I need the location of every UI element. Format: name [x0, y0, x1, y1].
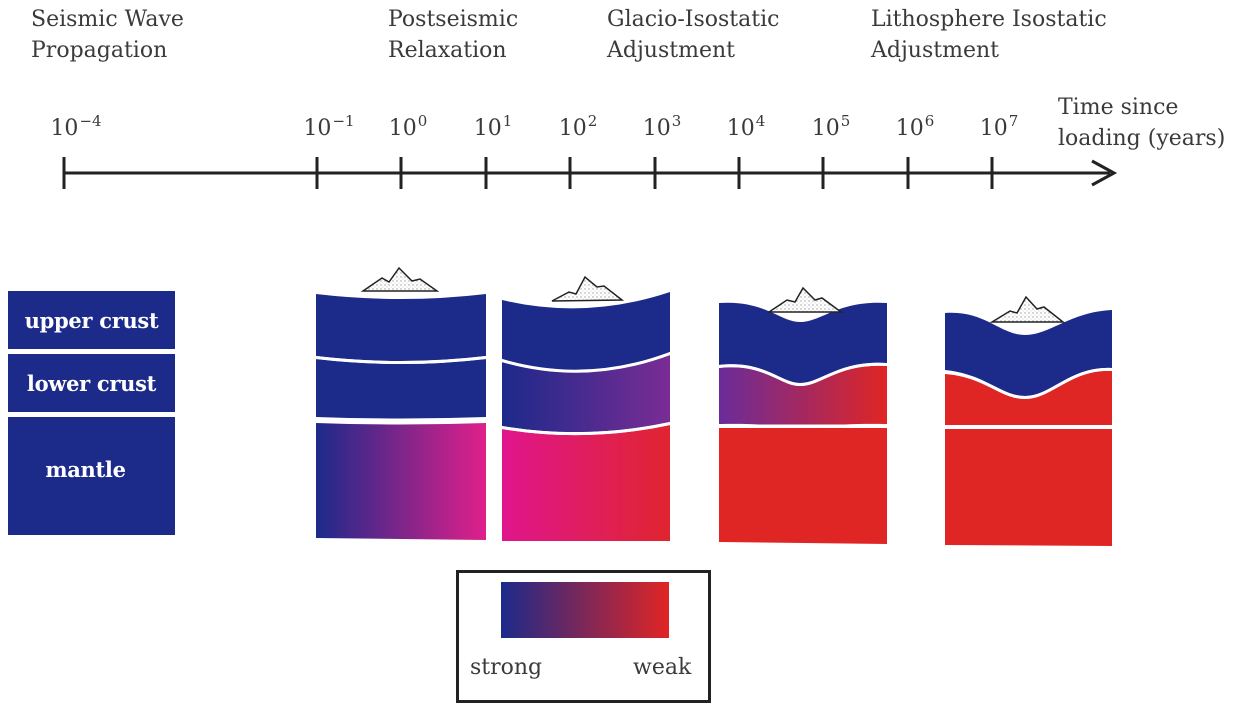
tick-label: 10−4 — [50, 112, 102, 141]
tick-label: 10−1 — [303, 112, 355, 141]
strength-gradient-bar — [501, 582, 669, 638]
ice-load-icon — [551, 275, 625, 302]
ice-load-icon — [989, 295, 1066, 323]
tick-label: 100 — [388, 112, 428, 141]
time-axis — [62, 157, 1118, 189]
lithosphere-column-1 — [315, 266, 487, 540]
lithosphere-column-4 — [944, 295, 1113, 546]
layer-key-upper-crust: upper crust — [8, 291, 175, 349]
tick-label: 106 — [895, 112, 935, 141]
ice-load-icon — [360, 266, 440, 292]
tick-label: 107 — [979, 112, 1019, 141]
legend-box — [456, 570, 711, 703]
tick-label: 102 — [558, 112, 598, 141]
legend-label-strong: strong — [470, 655, 543, 680]
layer-key-mantle: mantle — [8, 417, 175, 535]
ice-load-icon — [766, 286, 844, 313]
tick-label: 105 — [811, 112, 851, 141]
tick-label: 103 — [642, 112, 682, 141]
legend-label-weak: weak — [633, 655, 692, 680]
lithosphere-column-2 — [501, 275, 671, 541]
lithosphere-column-3 — [718, 286, 888, 544]
tick-label: 101 — [473, 112, 513, 141]
tick-label: 104 — [726, 112, 766, 141]
layer-key-lower-crust: lower crust — [8, 354, 175, 412]
